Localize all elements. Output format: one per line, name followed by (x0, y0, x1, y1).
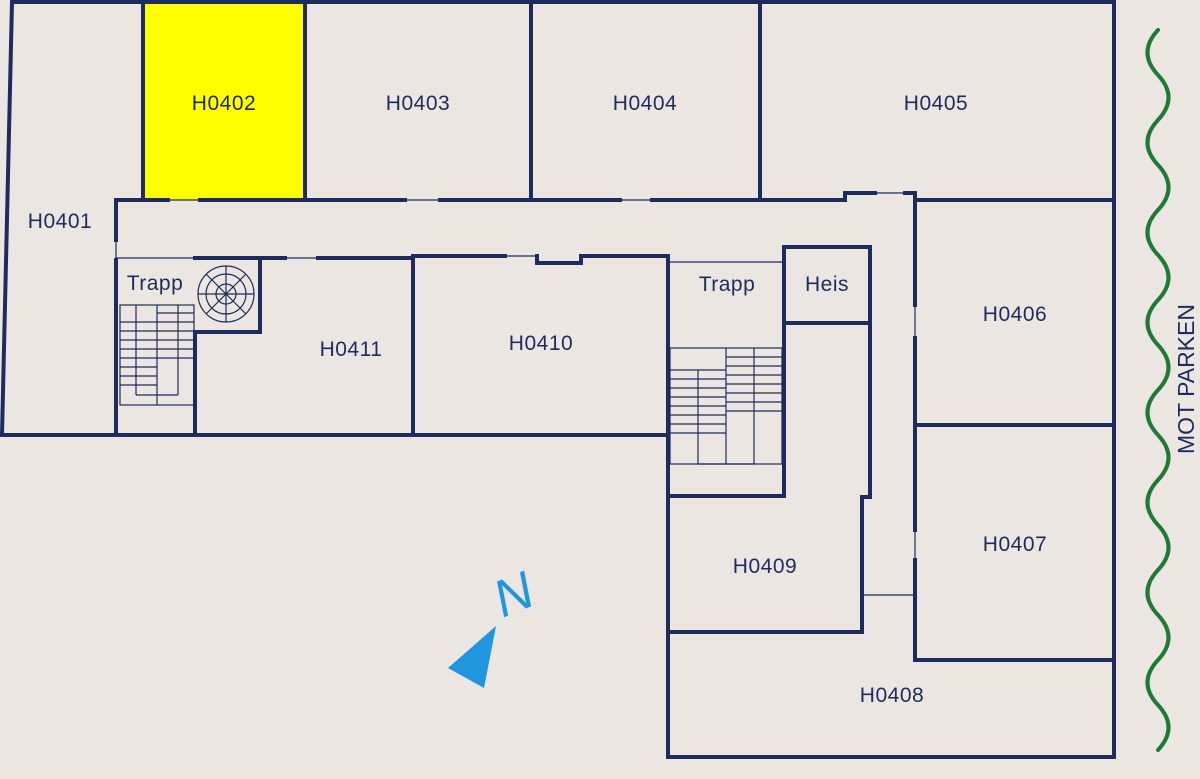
room-h0408-label[interactable]: H0408 (860, 684, 924, 707)
room-h0402-highlight[interactable] (143, 2, 305, 200)
room-h0406-label[interactable]: H0406 (983, 303, 1047, 326)
room-h0404-label[interactable]: H0404 (613, 92, 677, 115)
stairs-west-symbol (119, 304, 195, 406)
stairs-east-symbol (669, 347, 783, 465)
elevator-label: Heis (805, 273, 849, 296)
walls (0, 0, 1116, 759)
room-h0407-label[interactable]: H0407 (983, 533, 1047, 556)
park-label: MOT PARKEN (1173, 304, 1199, 454)
stairs-west-label: Trapp (127, 272, 184, 295)
door-openings (115, 192, 916, 596)
stairs-east-label: Trapp (699, 273, 756, 296)
room-h0405-label[interactable]: H0405 (904, 92, 968, 115)
room-h0402-label[interactable]: H0402 (192, 92, 256, 115)
compass: N (448, 561, 542, 688)
room-h0403-label[interactable]: H0403 (386, 92, 450, 115)
room-h0409-label[interactable]: H0409 (733, 555, 797, 578)
room-h0401-label[interactable]: H0401 (28, 210, 92, 233)
park-boundary-line (1145, 28, 1171, 752)
north-arrow-icon (448, 626, 496, 688)
shaft-icon (197, 265, 255, 323)
room-h0410-label[interactable]: H0410 (509, 332, 573, 355)
room-h0411-label[interactable]: H0411 (320, 338, 383, 361)
compass-label: N (485, 561, 542, 629)
